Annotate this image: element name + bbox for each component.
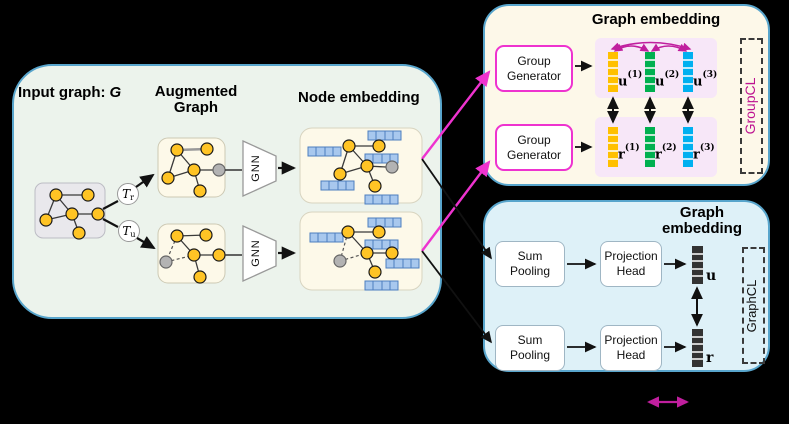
r-vector-label: r <box>706 350 714 366</box>
groupcl-bracket <box>740 38 763 174</box>
u3-label: u(3) <box>693 70 718 90</box>
projection-head-box-1: Projection Head <box>600 241 662 287</box>
sum-pooling-box-1: Sum Pooling <box>495 241 565 287</box>
r2-label: r(2) <box>655 143 677 163</box>
graph-embedding-title-top: Graph embedding <box>591 11 721 28</box>
u2-label: u(2) <box>655 70 680 90</box>
input-graph-symbol: G <box>109 84 122 101</box>
sum-pooling-box-2: Sum Pooling <box>495 325 565 371</box>
u-vector-label: u <box>706 268 717 284</box>
u1-label: u(1) <box>618 70 643 90</box>
group-generator-box-2: Group Generator <box>495 124 573 171</box>
graphcl-bracket <box>742 247 765 364</box>
augmented-graph-title: Augmented Graph <box>154 83 238 116</box>
input-graph-title: Input graph:G <box>18 85 121 101</box>
projection-head-box-2: Projection Head <box>600 325 662 371</box>
graphcl-label: GraphCL <box>744 279 759 333</box>
group-generator-box-1: Group Generator <box>495 45 573 92</box>
graph-embedding-title-bottom: Graph embedding <box>661 204 742 237</box>
input-graph-title-text: Input graph: <box>18 84 106 101</box>
node-embedding-title: Node embedding <box>298 89 420 106</box>
gnn-label-1: GNN <box>250 154 262 182</box>
r3-label: r(3) <box>693 143 715 163</box>
gnn-label-2: GNN <box>250 239 262 267</box>
groupcl-label: GroupCL <box>742 77 758 135</box>
r1-label: r(1) <box>618 143 640 163</box>
